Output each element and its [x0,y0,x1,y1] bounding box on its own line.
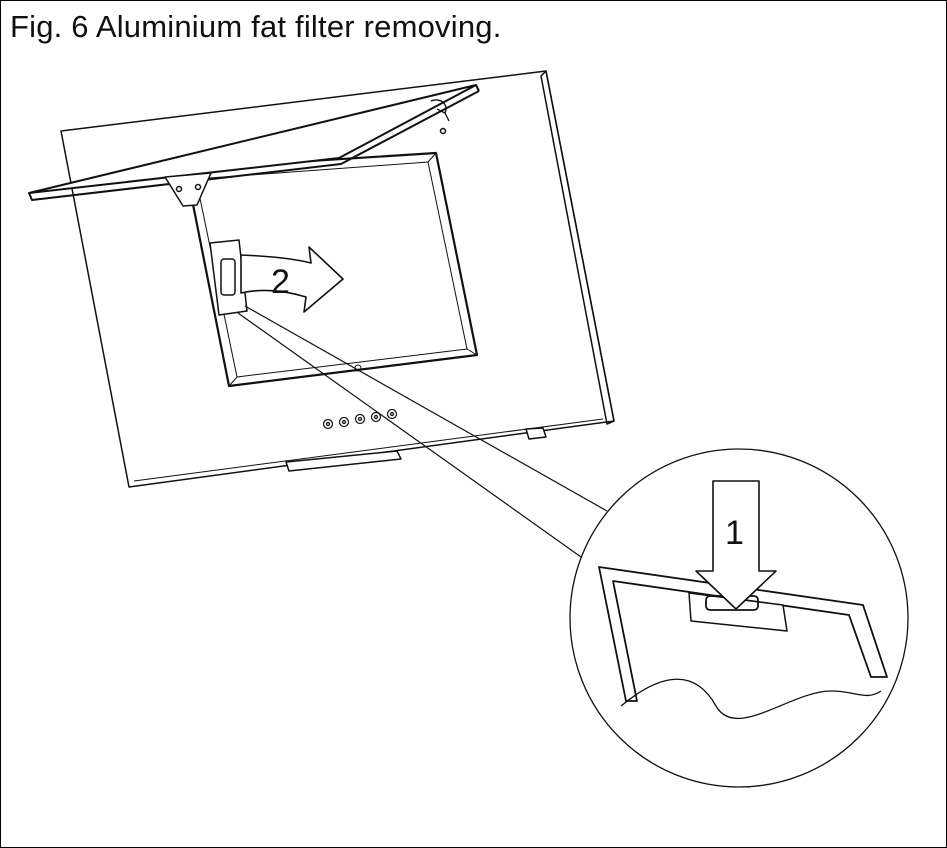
control-knobs [322,408,398,430]
knob-icon [386,408,398,420]
filter-handle [209,239,248,316]
hinge-arrow-icon [430,99,450,122]
knob-icon [354,413,366,425]
knob-icon [322,418,334,430]
detail-magnifier [569,448,909,788]
step-2-label: 2 [271,263,290,301]
curved-arrow-step-2-icon: 2 [240,246,344,313]
glass-panel [28,84,480,207]
arrow-step-1-icon: 1 [695,480,777,610]
detail-handle [688,592,788,632]
zoom-leader-lines [237,305,608,558]
step-1-label: 1 [725,514,744,552]
knob-icon [370,411,382,423]
knob-icon [338,416,350,428]
panel-bracket [164,172,212,207]
figure-title: Fig. 6 Aluminium fat filter removing. [10,9,502,44]
